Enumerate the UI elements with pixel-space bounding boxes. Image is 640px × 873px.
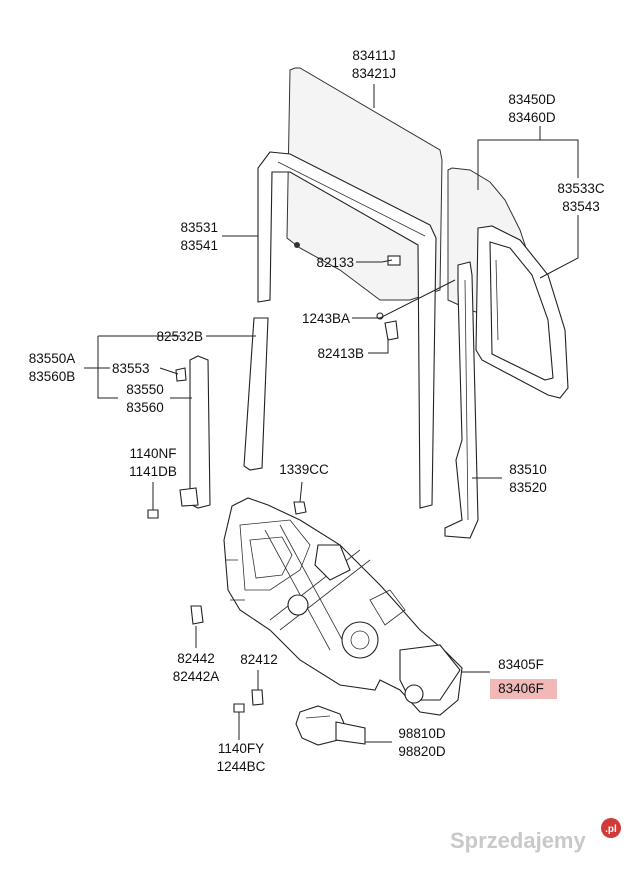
front-lower-channel	[175, 317, 269, 509]
watermark-text: Sprzedajemy	[450, 828, 586, 853]
glass-run-channel	[257, 151, 437, 509]
label-82133: 82133	[316, 255, 354, 270]
label-1243ba: 1243BA	[302, 311, 350, 326]
leader-lines	[84, 84, 579, 743]
label-82412: 82412	[240, 652, 278, 667]
watermark: Sprzedajemy .pl	[450, 818, 621, 853]
label-82532b: 82532B	[156, 329, 203, 344]
screw-1140nf	[147, 492, 159, 519]
label-82413b: 82413B	[317, 346, 364, 361]
rear-channel-rail	[444, 261, 479, 539]
watermark-badge	[601, 818, 621, 838]
regulator-motor	[295, 705, 366, 746]
bracket-82413b	[384, 320, 399, 341]
nut-1339cc	[293, 501, 307, 515]
clip-82412	[251, 689, 264, 706]
rear-quarter-frame	[475, 225, 569, 399]
bolt-82133	[381, 255, 401, 266]
clip-82442	[190, 605, 204, 625]
label-1339cc: 1339CC	[279, 462, 329, 477]
screw-1140fy	[233, 703, 245, 730]
window-regulator	[223, 497, 463, 716]
highlight-83406f	[490, 679, 557, 699]
watermark-suffix: .pl	[605, 824, 617, 835]
label-83553: 83553	[112, 361, 150, 376]
